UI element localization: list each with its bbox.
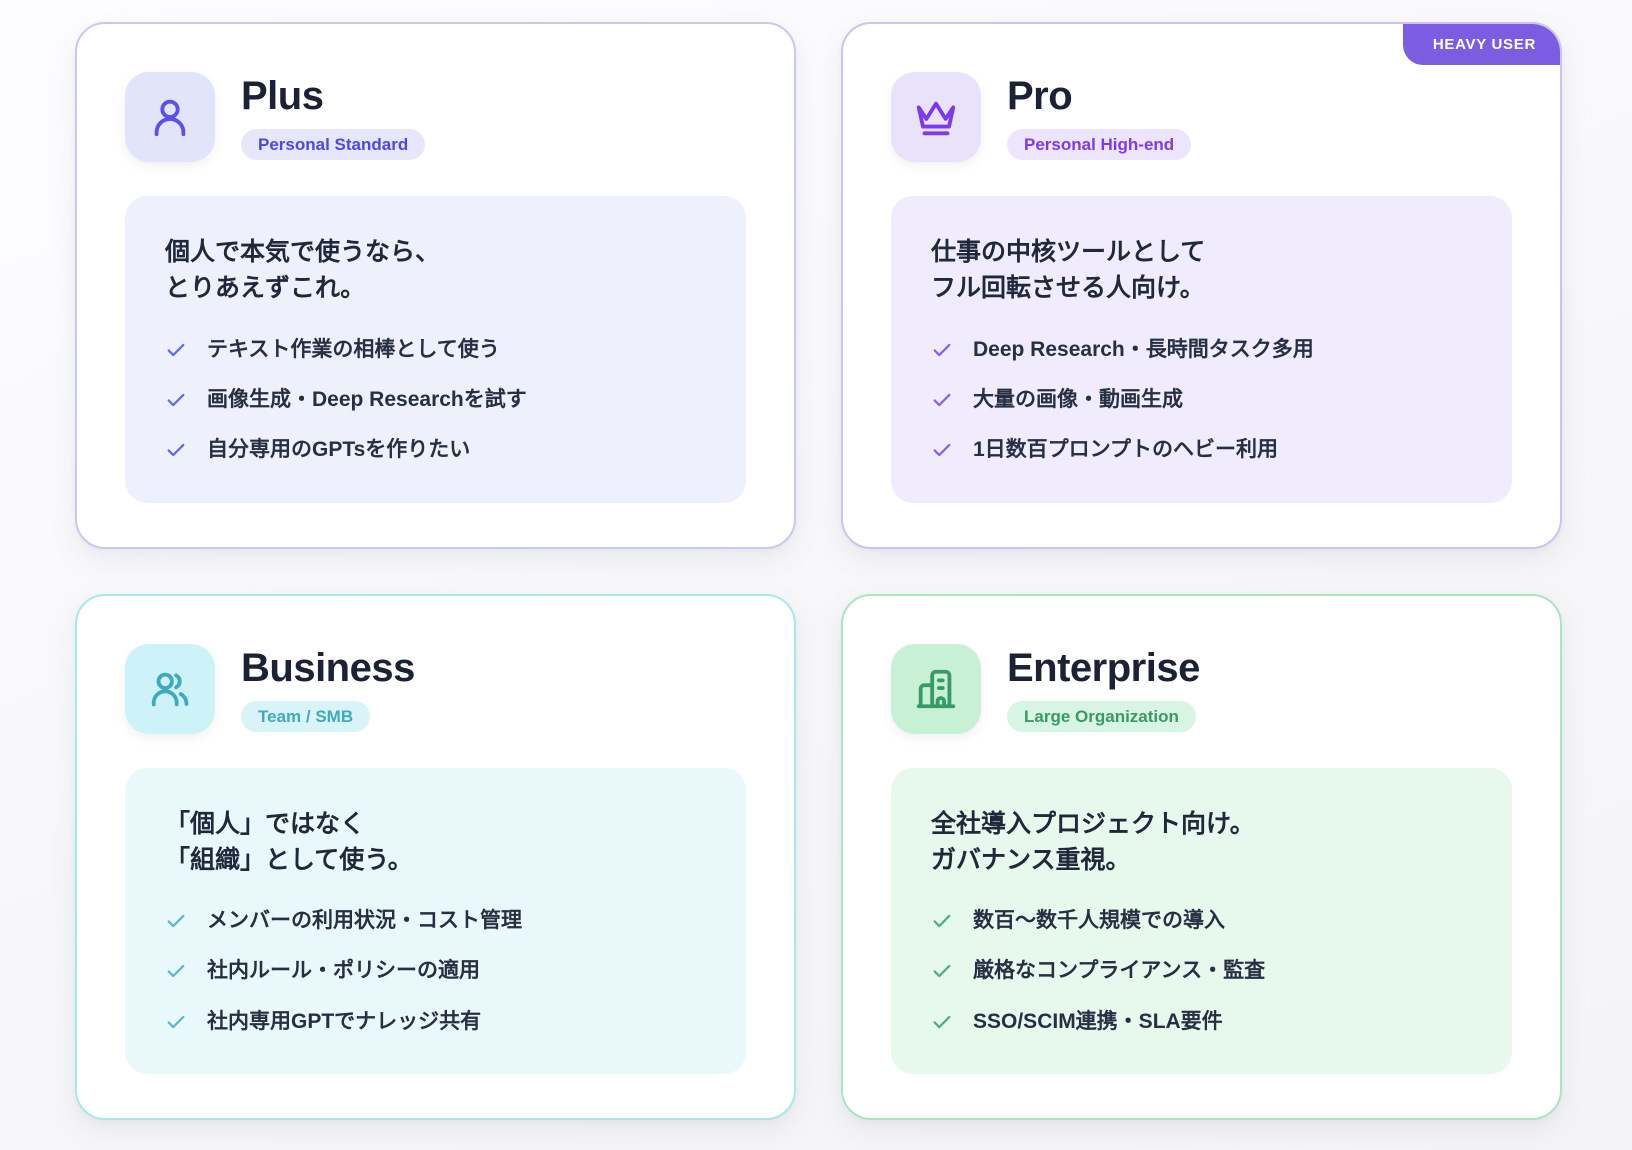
check-icon bbox=[931, 389, 953, 411]
plan-lead-text: 全社導入プロジェクト向け。 ガバナンス重視。 bbox=[931, 809, 1255, 874]
plan-name: Business bbox=[241, 645, 415, 690]
building-icon bbox=[913, 666, 959, 712]
feature-item: 厳格なコンプライアンス・監査 bbox=[931, 958, 1472, 984]
plan-lead-text: 「個人」ではなく 「組織」として使う。 bbox=[165, 809, 413, 874]
feature-item: Deep Research・長時間タスク多用 bbox=[931, 337, 1472, 363]
plan-lead-text: 仕事の中核ツールとして フル回転させる人向け。 bbox=[931, 238, 1206, 303]
plan-lead-text: 個人で本気で使うなら、 とりあえずこれ。 bbox=[165, 238, 441, 303]
plan-tag-badge: Personal High-end bbox=[1007, 129, 1192, 160]
card-body-panel: 全社導入プロジェクト向け。 ガバナンス重視。 数百〜数千人規模での導入 厳格なコ… bbox=[891, 767, 1512, 1074]
feature-label: テキスト作業の相棒として使う bbox=[207, 337, 500, 361]
feature-item: SSO/SCIM連携・SLA要件 bbox=[931, 1009, 1472, 1035]
feature-label: 社内専用GPTでナレッジ共有 bbox=[207, 1009, 482, 1033]
check-icon bbox=[931, 910, 953, 932]
card-header: Enterprise Large Organization bbox=[891, 643, 1512, 734]
card-title-block: Plus Personal Standard bbox=[241, 72, 426, 160]
feature-label: SSO/SCIM連携・SLA要件 bbox=[973, 1009, 1223, 1033]
check-icon bbox=[165, 910, 187, 932]
feature-label: 大量の画像・動画生成 bbox=[973, 387, 1183, 411]
card-header: Business Team / SMB bbox=[125, 643, 746, 734]
check-icon bbox=[931, 1011, 953, 1033]
check-icon bbox=[931, 960, 953, 982]
plan-tag-badge: Team / SMB bbox=[241, 700, 371, 732]
check-icon bbox=[165, 1011, 187, 1033]
users-icon bbox=[147, 666, 193, 712]
feature-label: 社内ルール・ポリシーの適用 bbox=[207, 959, 480, 983]
plan-name: Plus bbox=[241, 74, 324, 118]
feature-item: 画像生成・Deep Researchを試す bbox=[165, 387, 706, 413]
feature-label: 厳格なコンプライアンス・監査 bbox=[973, 959, 1266, 983]
check-icon bbox=[165, 960, 187, 982]
feature-label: 数百〜数千人規模での導入 bbox=[973, 909, 1225, 932]
feature-item: テキスト作業の相棒として使う bbox=[165, 337, 706, 363]
card-body-panel: 個人で本気で使うなら、 とりあえずこれ。 テキスト作業の相棒として使う 画像生成… bbox=[125, 196, 746, 503]
plan-card-plus[interactable]: Plus Personal Standard 個人で本気で使うなら、 とりあえず… bbox=[75, 22, 796, 549]
plan-name: Enterprise bbox=[1007, 645, 1200, 690]
feature-label: Deep Research・長時間タスク多用 bbox=[973, 337, 1314, 361]
users-icon-tile bbox=[125, 643, 215, 734]
feature-item: 大量の画像・動画生成 bbox=[931, 387, 1472, 413]
feature-item: 社内ルール・ポリシーの適用 bbox=[165, 958, 706, 984]
feature-item: 数百〜数千人規模での導入 bbox=[931, 908, 1472, 934]
building-icon-tile bbox=[891, 643, 981, 734]
feature-list: Deep Research・長時間タスク多用 大量の画像・動画生成 1日数百プロ… bbox=[931, 337, 1472, 464]
feature-list: メンバーの利用状況・コスト管理 社内ルール・ポリシーの適用 社内専用GPTでナレ… bbox=[165, 908, 706, 1035]
check-icon bbox=[165, 339, 187, 361]
feature-label: 1日数百プロンプトのヘビー利用 bbox=[973, 438, 1279, 461]
crown-icon bbox=[913, 94, 959, 140]
check-icon bbox=[165, 389, 187, 411]
card-title-block: Pro Personal High-end bbox=[1007, 72, 1192, 160]
person-icon bbox=[147, 94, 193, 140]
feature-list: 数百〜数千人規模での導入 厳格なコンプライアンス・監査 SSO/SCIM連携・S… bbox=[931, 908, 1472, 1035]
feature-item: メンバーの利用状況・コスト管理 bbox=[165, 908, 706, 934]
card-header: Plus Personal Standard bbox=[125, 72, 746, 162]
plan-card-pro[interactable]: HEAVY USER Pro Personal High-end 仕事の中核ツー… bbox=[841, 22, 1562, 549]
feature-label: メンバーの利用状況・コスト管理 bbox=[207, 909, 522, 932]
feature-item: 自分専用のGPTsを作りたい bbox=[165, 437, 706, 463]
card-header: Pro Personal High-end bbox=[891, 72, 1512, 162]
check-icon bbox=[165, 439, 187, 461]
person-icon-tile bbox=[125, 72, 215, 162]
feature-list: テキスト作業の相棒として使う 画像生成・Deep Researchを試す 自分専… bbox=[165, 337, 706, 464]
plan-card-enterprise[interactable]: Enterprise Large Organization 全社導入プロジェクト… bbox=[841, 593, 1562, 1120]
heavy-user-ribbon: HEAVY USER bbox=[1402, 24, 1560, 65]
check-icon bbox=[931, 339, 953, 361]
card-body-panel: 「個人」ではなく 「組織」として使う。 メンバーの利用状況・コスト管理 社内ルー… bbox=[125, 767, 746, 1074]
plan-tag-badge: Personal Standard bbox=[241, 129, 426, 160]
crown-icon-tile bbox=[891, 72, 981, 162]
card-title-block: Enterprise Large Organization bbox=[1007, 644, 1200, 732]
plan-name: Pro bbox=[1007, 74, 1073, 118]
plan-card-business[interactable]: Business Team / SMB 「個人」ではなく 「組織」として使う。 … bbox=[75, 593, 796, 1120]
feature-label: 自分専用のGPTsを作りたい bbox=[207, 438, 471, 461]
plan-tag-badge: Large Organization bbox=[1007, 700, 1196, 732]
check-icon bbox=[931, 439, 953, 461]
feature-item: 社内専用GPTでナレッジ共有 bbox=[165, 1009, 706, 1035]
feature-label: 画像生成・Deep Researchを試す bbox=[207, 387, 527, 411]
card-title-block: Business Team / SMB bbox=[241, 644, 415, 732]
feature-item: 1日数百プロンプトのヘビー利用 bbox=[931, 437, 1472, 463]
card-body-panel: 仕事の中核ツールとして フル回転させる人向け。 Deep Research・長時… bbox=[891, 196, 1512, 503]
